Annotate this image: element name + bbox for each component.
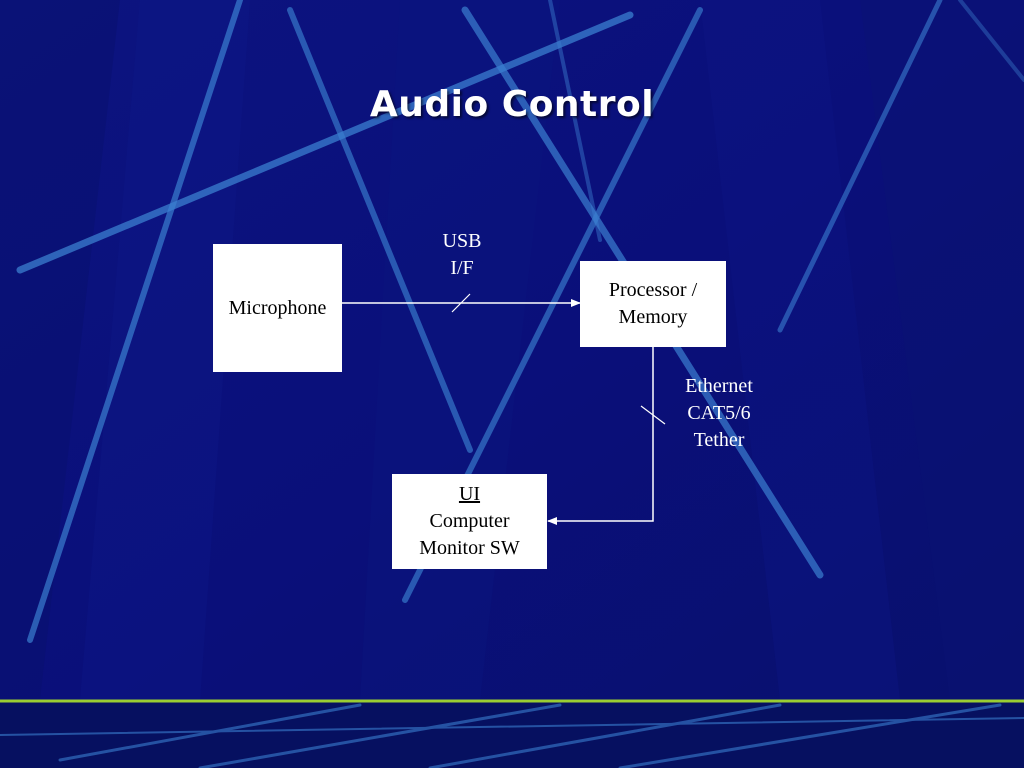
slide-title: Audio Control — [369, 84, 655, 125]
processor-memory-box: Processor / Memory — [580, 261, 726, 347]
ethernet-label: Ethernet CAT5/6 Tether — [664, 373, 774, 454]
ui-label-line-1: UI — [458, 483, 481, 505]
microphone-box: Microphone — [213, 244, 342, 372]
ui-label-line-3: Monitor SW — [419, 537, 520, 559]
ethernet-label-line-3: Tether — [693, 429, 745, 451]
usb-label-line-2: I/F — [450, 257, 474, 279]
ethernet-label-line-1: Ethernet — [685, 375, 753, 397]
ui-label-line-2: Computer — [429, 510, 510, 532]
processor-label-line-2: Memory — [618, 306, 688, 328]
ui-monitor-box: UI Computer Monitor SW — [392, 474, 547, 569]
ethernet-label-line-2: CAT5/6 — [687, 402, 751, 424]
microphone-label: Microphone — [228, 296, 327, 319]
usb-interface-label: USB I/F — [422, 228, 502, 282]
usb-label-line-1: USB — [442, 230, 482, 252]
processor-label-line-1: Processor / — [608, 279, 698, 301]
